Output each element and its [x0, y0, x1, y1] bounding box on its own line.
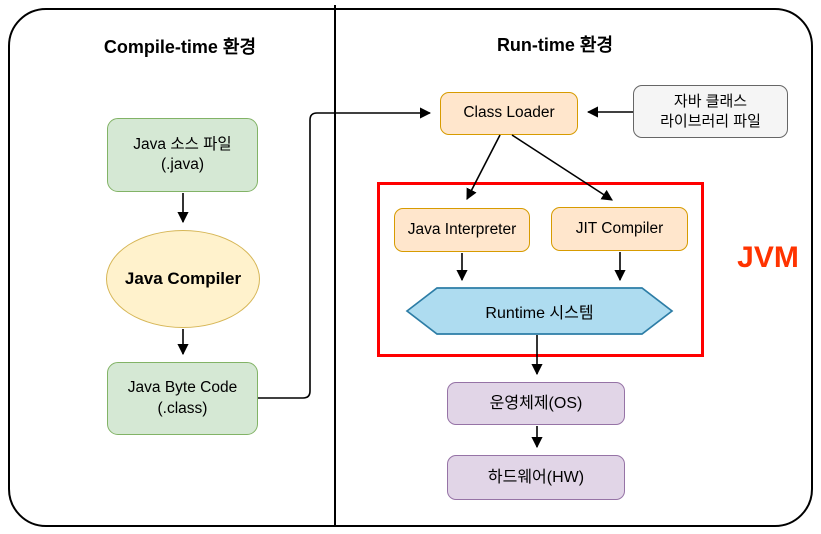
- java-source-file-label-line2: (.java): [160, 156, 205, 173]
- java-compiler-label: Java Compiler: [124, 268, 242, 288]
- panel-divider-line: [334, 5, 336, 527]
- run-time-panel-title: Run-time 환경: [496, 35, 614, 55]
- runtime-system-label: Runtime 시스템: [485, 305, 594, 322]
- jit-compiler-label: JIT Compiler: [575, 219, 664, 237]
- java-byte-code-label-line1: Java Byte Code: [127, 379, 238, 397]
- operating-system-label: 운영체제(OS): [489, 394, 583, 412]
- compile-time-panel-title: Compile-time 환경: [103, 37, 257, 57]
- java-interpreter-node: Java Interpreter: [394, 208, 530, 252]
- class-loader-node: Class Loader: [440, 92, 578, 135]
- java-interpreter-label: Java Interpreter: [407, 220, 517, 238]
- java-byte-code-label-line2: (.class): [157, 399, 208, 417]
- java-byte-code-node: Java Byte Code (.class): [107, 362, 258, 435]
- java-source-file-node: Java 소스 파일 (.java): [107, 118, 258, 192]
- hardware-label: 하드웨어(HW): [487, 468, 585, 486]
- java-class-library-label-line2: 라이브러리 파일: [660, 112, 761, 130]
- jvm-label: JVM: [737, 241, 799, 274]
- java-class-library-node: 자바 클래스 라이브러리 파일: [633, 85, 788, 138]
- java-class-library-label-line1: 자바 클래스: [673, 92, 748, 110]
- diagram-outer-border: [8, 8, 813, 527]
- hardware-node: 하드웨어(HW): [447, 455, 625, 500]
- java-compiler-node: Java Compiler: [106, 230, 260, 328]
- class-loader-label: Class Loader: [463, 104, 555, 122]
- operating-system-node: 운영체제(OS): [447, 382, 625, 425]
- java-source-file-label-line1: Java 소스 파일: [133, 135, 232, 153]
- jit-compiler-node: JIT Compiler: [551, 207, 688, 251]
